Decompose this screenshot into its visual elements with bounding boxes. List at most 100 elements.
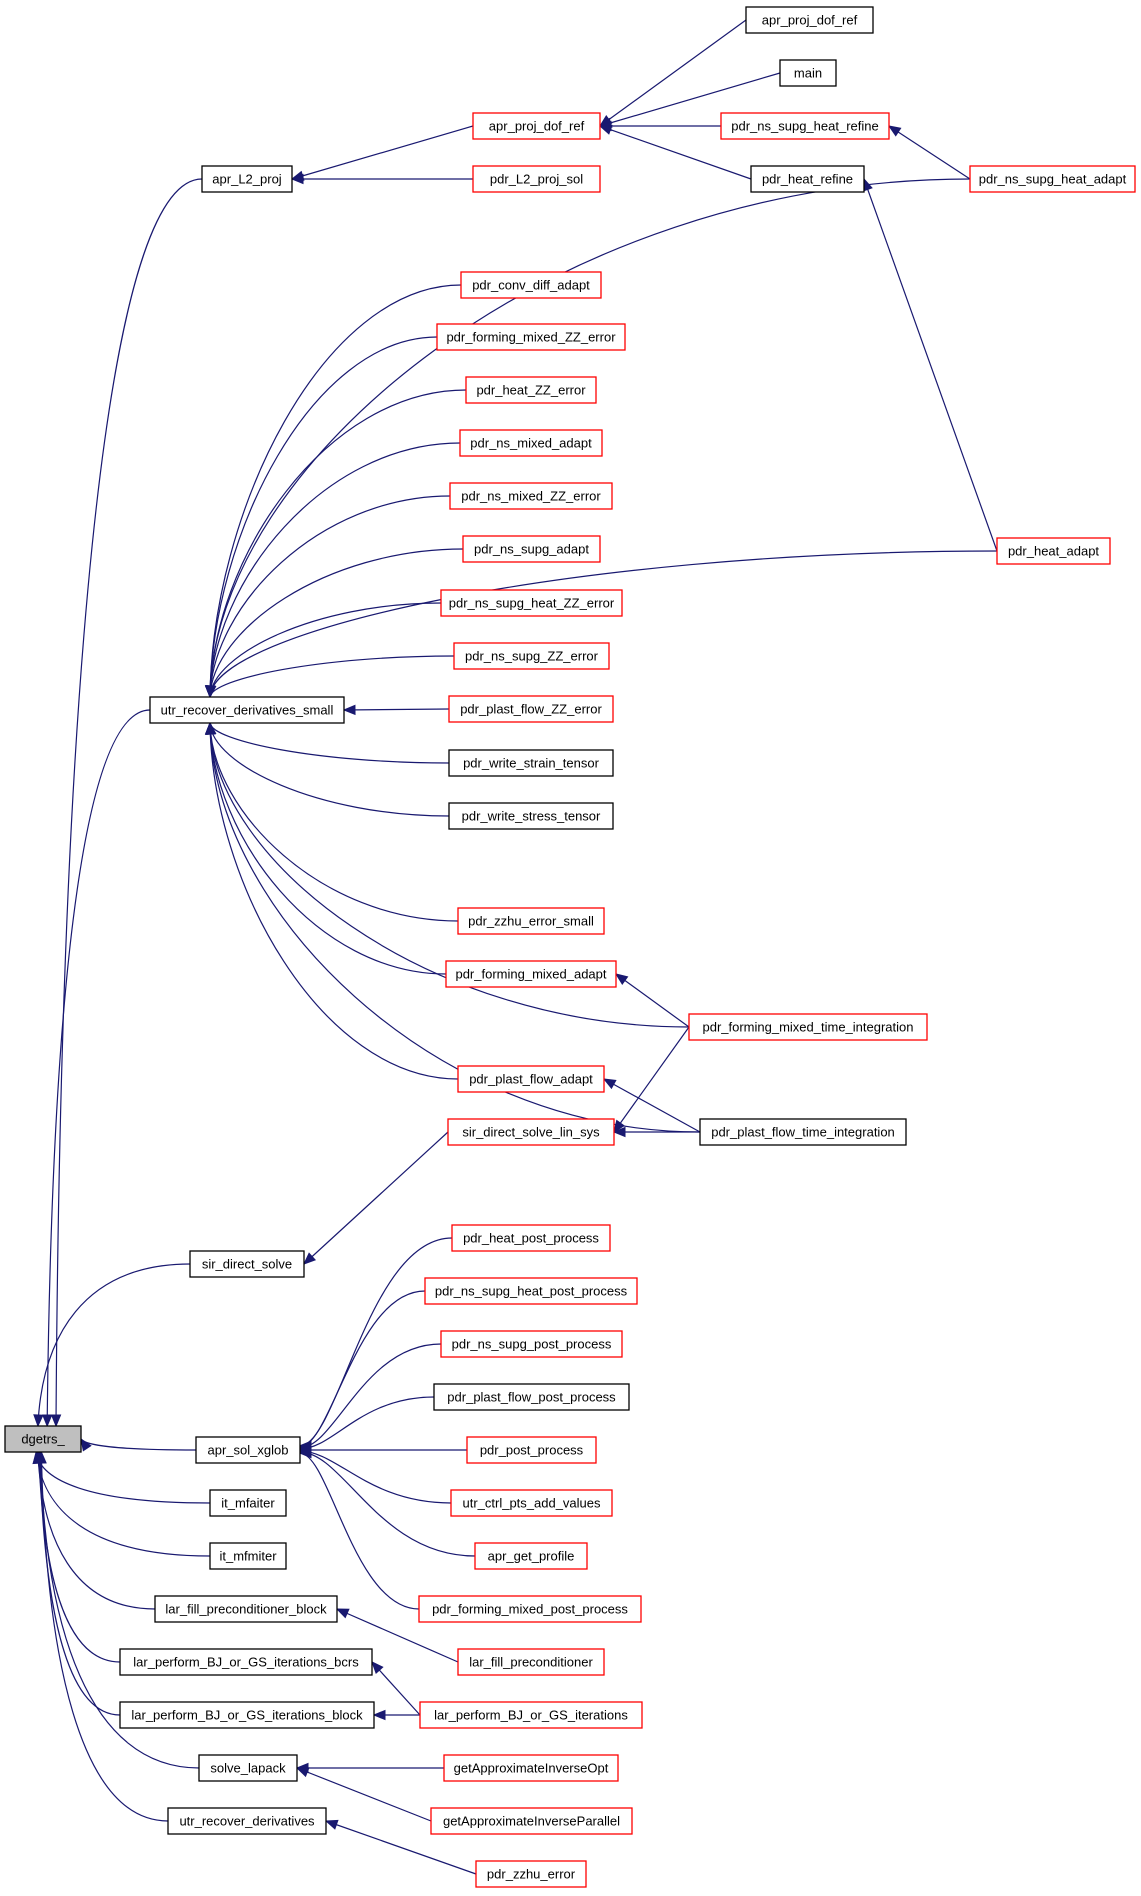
node-lar-perform-BJ-or-GS-iterations-block[interactable]: lar_perform_BJ_or_GS_iterations_block	[119, 1701, 375, 1729]
node-lar-perform-BJ-or-GS-iterations[interactable]: lar_perform_BJ_or_GS_iterations	[419, 1701, 643, 1729]
edge-line	[613, 1026, 690, 1133]
node-pdr-forming-mixed-time-integration[interactable]: pdr_forming_mixed_time_integration	[688, 1013, 928, 1041]
node-pdr-plast-flow-post-process[interactable]: pdr_plast_flow_post_process	[433, 1383, 630, 1411]
call-edge-pdr_ns_supg_ZZ_error-to-utr_recover_derivatives_small	[206, 655, 455, 699]
edge-line	[209, 722, 690, 1028]
node-box	[996, 537, 1111, 565]
node-pdr-heat-post-process[interactable]: pdr_heat_post_process	[451, 1224, 611, 1252]
node-apr-L2-proj[interactable]: apr_L2_proj	[201, 165, 293, 193]
node-box	[448, 802, 614, 830]
call-edge-pdr_plast_flow_post_process-to-apr_sol_xglob	[298, 1396, 435, 1455]
node-pdr-zzhu-error[interactable]: pdr_zzhu_error	[475, 1860, 587, 1888]
node-utr-recover-derivatives[interactable]: utr_recover_derivatives	[167, 1807, 327, 1835]
edge-line	[209, 722, 450, 817]
call-edge-pdr_forming_mixed_time_integration-to-pdr_forming_mixed_adapt	[614, 973, 690, 1028]
node-it-mfaiter[interactable]: it_mfaiter	[209, 1489, 287, 1517]
node-box	[457, 1065, 605, 1093]
node-pdr-ns-mixed-adapt[interactable]: pdr_ns_mixed_adapt	[459, 429, 603, 457]
node-getApproximateInverseOpt[interactable]: getApproximateInverseOpt	[443, 1754, 619, 1782]
node-label: pdr_L2_proj_sol	[490, 172, 583, 187]
arrowhead-icon	[204, 721, 216, 735]
node-pdr-write-strain-tensor[interactable]: pdr_write_strain_tensor	[448, 749, 614, 777]
call-edge-apr_sol_xglob-to-dgetrs	[80, 1437, 197, 1452]
node-label: sir_direct_solve	[202, 1257, 292, 1272]
node-label: pdr_forming_mixed_post_process	[432, 1602, 628, 1617]
node-label: pdr_ns_supg_heat_post_process	[435, 1284, 628, 1299]
node-label: pdr_plast_flow_time_integration	[711, 1125, 895, 1140]
edge-line	[209, 336, 438, 698]
node-label: main	[794, 66, 822, 81]
node-box	[457, 907, 605, 935]
edge-line	[38, 1451, 121, 1663]
node-pdr-heat-ZZ-error[interactable]: pdr_heat_ZZ_error	[465, 376, 597, 404]
edge-line	[599, 125, 752, 180]
node-box	[154, 1595, 338, 1623]
node-pdr-plast-flow-ZZ-error[interactable]: pdr_plast_flow_ZZ_error	[448, 695, 614, 723]
node-pdr-ns-supg-ZZ-error[interactable]: pdr_ns_supg_ZZ_error	[453, 642, 610, 670]
node-pdr-forming-mixed-adapt[interactable]: pdr_forming_mixed_adapt	[445, 960, 617, 988]
edge-line	[299, 1452, 420, 1610]
edge-line	[299, 1237, 453, 1447]
node-utr-recover-derivatives-small[interactable]: utr_recover_derivatives_small	[149, 696, 345, 724]
node-pdr-L2-proj-sol[interactable]: pdr_L2_proj_sol	[472, 165, 601, 193]
node-pdr-write-stress-tensor[interactable]: pdr_write_stress_tensor	[448, 802, 614, 830]
node-lar-fill-preconditioner-block[interactable]: lar_fill_preconditioner_block	[154, 1595, 338, 1623]
node-pdr-post-process[interactable]: pdr_post_process	[466, 1436, 597, 1464]
arrowhead-icon	[42, 1414, 53, 1428]
node-sir-direct-solve[interactable]: sir_direct_solve	[189, 1250, 305, 1278]
edge-line	[299, 1451, 476, 1557]
node-lar-perform-BJ-or-GS-iterations-bcrs[interactable]: lar_perform_BJ_or_GS_iterations_bcrs	[119, 1648, 373, 1676]
node-pdr-zzhu-error-small[interactable]: pdr_zzhu_error_small	[457, 907, 605, 935]
edges-layer	[32, 19, 998, 1875]
call-edge-pdr_heat_adapt-to-utr_recover_derivatives_small	[205, 550, 998, 699]
node-pdr-heat-adapt[interactable]: pdr_heat_adapt	[996, 537, 1111, 565]
node-pdr-ns-mixed-ZZ-error[interactable]: pdr_ns_mixed_ZZ_error	[449, 482, 613, 510]
node-box	[450, 1489, 613, 1517]
call-edge-it_mfmiter-to-dgetrs	[32, 1450, 211, 1557]
call-edge-pdr_ns_supg_adapt-to-utr_recover_derivatives_small	[205, 548, 464, 699]
node-apr-proj-dof-ref-top[interactable]: apr_proj_dof_ref	[745, 6, 874, 34]
node-label: pdr_ns_supg_heat_adapt	[979, 172, 1127, 187]
node-pdr-ns-supg-post-process[interactable]: pdr_ns_supg_post_process	[440, 1330, 623, 1358]
node-pdr-heat-refine[interactable]: pdr_heat_refine	[750, 165, 865, 193]
node-box	[969, 165, 1136, 193]
call-edge-pdr_heat_adapt-to-pdr_heat_refine	[862, 177, 998, 552]
node-pdr-plast-flow-time-integration[interactable]: pdr_plast_flow_time_integration	[699, 1118, 907, 1146]
node-box	[424, 1277, 638, 1305]
arrowhead-icon	[80, 1437, 92, 1452]
node-label: pdr_write_strain_tensor	[463, 756, 600, 771]
node-pdr-ns-supg-heat-refine[interactable]: pdr_ns_supg_heat_refine	[720, 112, 890, 140]
node-pdr-forming-mixed-post-process[interactable]: pdr_forming_mixed_post_process	[418, 1595, 642, 1623]
node-apr-get-profile[interactable]: apr_get_profile	[474, 1542, 588, 1570]
node-box	[198, 1754, 298, 1782]
node-pdr-conv-diff-adapt[interactable]: pdr_conv_diff_adapt	[460, 271, 602, 299]
node-apr-proj-dof-ref-mid[interactable]: apr_proj_dof_ref	[472, 112, 601, 140]
node-pdr-ns-supg-heat-ZZ-error[interactable]: pdr_ns_supg_heat_ZZ_error	[440, 589, 623, 617]
node-box	[750, 165, 865, 193]
node-box	[779, 59, 837, 87]
edge-line	[599, 19, 747, 127]
node-box	[433, 1383, 630, 1411]
node-main[interactable]: main	[779, 59, 837, 87]
node-pdr-forming-mixed-ZZ-error[interactable]: pdr_forming_mixed_ZZ_error	[436, 323, 626, 351]
node-box	[445, 960, 617, 988]
node-getApproximateInverseParallel[interactable]: getApproximateInverseParallel	[430, 1807, 633, 1835]
node-solve-lapack[interactable]: solve_lapack	[198, 1754, 298, 1782]
node-sir-direct-solve-lin-sys[interactable]: sir_direct_solve_lin_sys	[447, 1118, 615, 1146]
node-label: pdr_heat_ZZ_error	[476, 383, 586, 398]
node-label: it_mfaiter	[221, 1496, 275, 1511]
node-dgetrs[interactable]: dgetrs_	[4, 1425, 82, 1453]
node-box	[474, 1542, 588, 1570]
node-it-mfmiter[interactable]: it_mfmiter	[209, 1542, 287, 1570]
node-pdr-ns-supg-heat-adapt[interactable]: pdr_ns_supg_heat_adapt	[969, 165, 1136, 193]
node-lar-fill-preconditioner[interactable]: lar_fill_preconditioner	[457, 1648, 605, 1676]
arrowhead-icon	[612, 1126, 626, 1138]
node-utr-ctrl-pts-add-values[interactable]: utr_ctrl_pts_add_values	[450, 1489, 613, 1517]
node-pdr-ns-supg-adapt[interactable]: pdr_ns_supg_adapt	[462, 535, 601, 563]
node-pdr-plast-flow-adapt[interactable]: pdr_plast_flow_adapt	[457, 1065, 605, 1093]
arrowhead-icon	[205, 685, 216, 699]
node-pdr-ns-supg-heat-post-process[interactable]: pdr_ns_supg_heat_post_process	[424, 1277, 638, 1305]
node-apr-sol-xglob[interactable]: apr_sol_xglob	[195, 1436, 301, 1464]
node-label: getApproximateInverseParallel	[443, 1814, 620, 1829]
